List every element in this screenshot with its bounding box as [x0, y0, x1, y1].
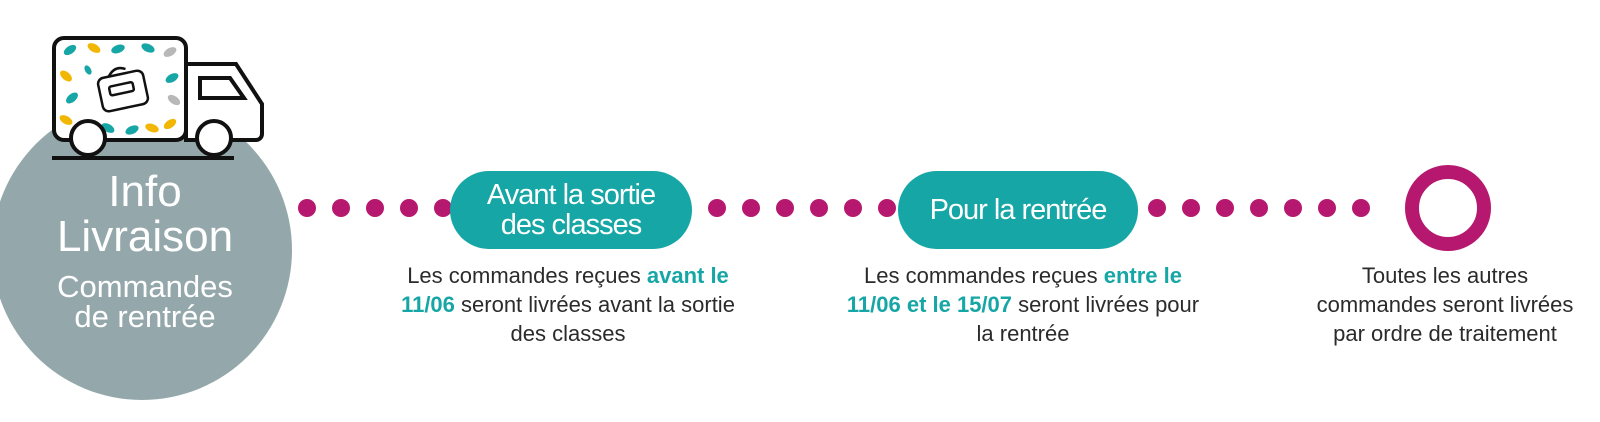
hero-title-livraison: Livraison — [56, 212, 234, 261]
timeline-dot — [1250, 199, 1268, 217]
end-ring-marker — [1405, 165, 1491, 251]
timeline-dot — [1182, 199, 1200, 217]
desc-line: Toutes les autres — [1361, 263, 1529, 288]
leaf-pattern — [59, 43, 181, 135]
desc-text: seront livrées pour la rentrée — [976, 292, 1200, 346]
step-pill-before-school-end: Avant la sortie des classes — [450, 171, 692, 249]
hero-title-info: Info — [108, 167, 182, 216]
hero-circle — [0, 100, 292, 400]
desc-text: Les commandes reçues — [864, 263, 1104, 288]
timeline-dot — [1284, 199, 1302, 217]
timeline-dot — [742, 199, 760, 217]
step-description-back-to-school: Les commandes reçues entre le 11/06 et l… — [843, 261, 1203, 348]
timeline-dot — [434, 199, 452, 217]
step-description-other-orders: Toutes les autres commandes seront livré… — [1290, 261, 1600, 348]
hero-subtitle-line1: Commandes — [57, 269, 233, 304]
timeline-dot — [366, 199, 384, 217]
timeline-dot — [1216, 199, 1234, 217]
desc-highlight-date: entre le 11/06 et le 15/07 — [846, 263, 1182, 317]
timeline-dot — [810, 199, 828, 217]
timeline-dot — [1148, 199, 1166, 217]
timeline-dot — [844, 199, 862, 217]
desc-line: par ordre de traitement — [1333, 321, 1557, 346]
timeline-dot — [400, 199, 418, 217]
step-description-before-school-end: Les commandes reçues avant le 11/06 sero… — [388, 261, 748, 348]
step-pill-label: Pour la rentrée — [929, 194, 1108, 226]
step-pill-label-line2: des classes — [500, 209, 643, 241]
timeline-dot — [708, 199, 726, 217]
timeline-dot — [332, 199, 350, 217]
desc-highlight-date: avant le 11/06 — [401, 263, 729, 317]
desc-line: commandes seront livrées — [1316, 292, 1574, 317]
timeline-dot — [1318, 199, 1336, 217]
step-pill-back-to-school: Pour la rentrée — [898, 171, 1138, 249]
timeline-dot — [776, 199, 794, 217]
schoolbag-icon — [96, 66, 150, 113]
timeline-dot — [878, 199, 896, 217]
hero-subtitle-line2: de rentrée — [74, 299, 216, 334]
timeline-dot — [1352, 199, 1370, 217]
step-pill-label-line1: Avant la sortie — [486, 179, 656, 211]
desc-text: Les commandes reçues — [407, 263, 647, 288]
delivery-truck-icon — [52, 36, 264, 160]
timeline-dot — [298, 199, 316, 217]
desc-text: seront livrées avant la sortie des class… — [454, 292, 735, 346]
